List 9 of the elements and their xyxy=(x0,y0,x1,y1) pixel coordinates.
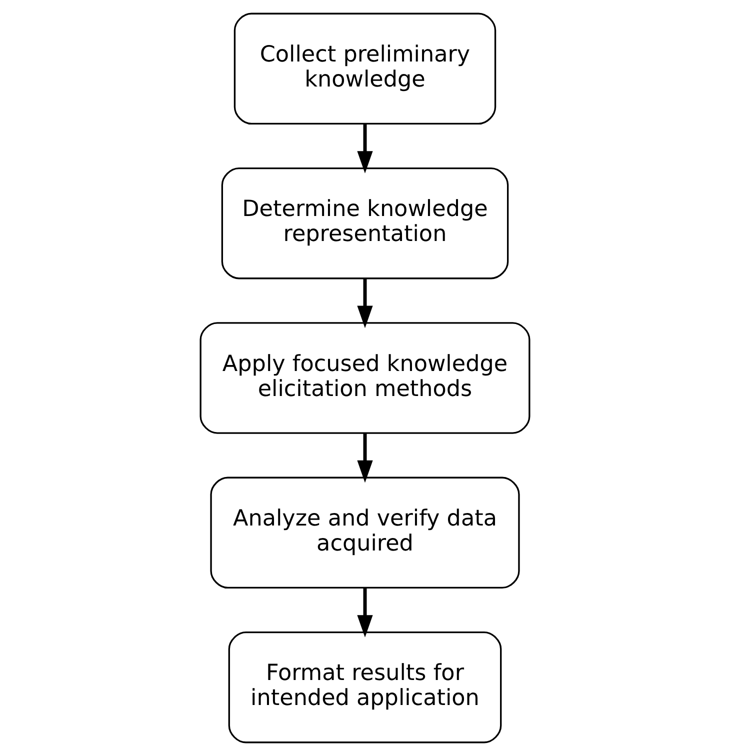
arrow xyxy=(356,278,372,328)
node-box: Analyze and verify data acquired xyxy=(210,476,520,589)
arrow xyxy=(356,124,372,174)
node-box: Collect preliminary knowledge xyxy=(233,12,496,125)
node-box: Apply focused knowledge elicitation methods xyxy=(199,322,530,434)
node-box: Determine knowledge representation xyxy=(220,167,508,280)
arrow xyxy=(356,433,372,483)
arrow xyxy=(356,588,372,638)
node-box: Format results for intended application xyxy=(228,631,502,744)
